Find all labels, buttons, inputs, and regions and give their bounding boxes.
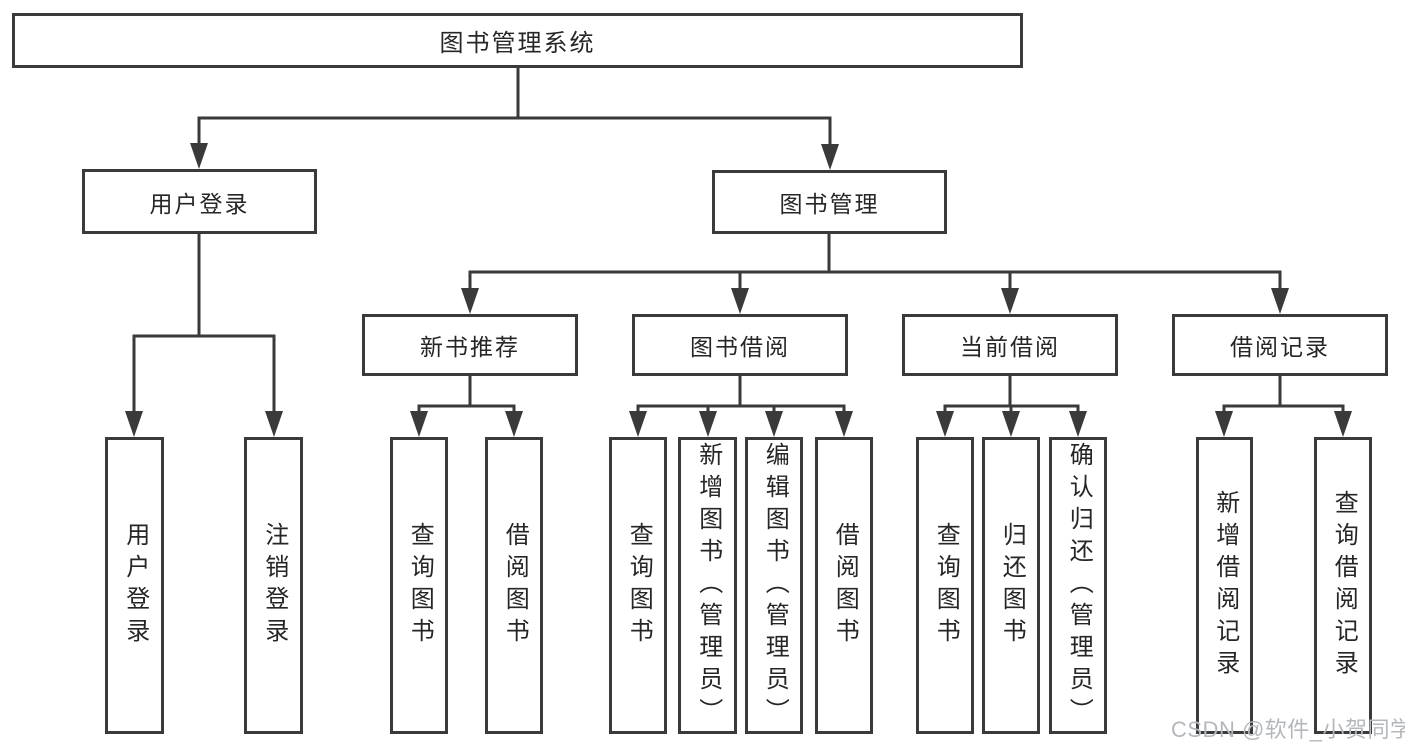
connector-borrowing-to-leaves xyxy=(636,375,846,416)
node-user-login: 用户登录 xyxy=(82,169,317,234)
arrow-down-icon xyxy=(265,411,283,437)
node-label: 归还图书 xyxy=(998,521,1026,650)
leaf-logout: 注销登录 xyxy=(244,437,303,734)
connector-root-to-level1 xyxy=(197,66,832,149)
leaf-add-book-admin: 新增图书（管理员） xyxy=(678,437,737,734)
leaf-return-books: 归还图书 xyxy=(982,437,1040,734)
node-label: 图书管理 xyxy=(779,191,880,217)
leaf-query-books-borrowing: 查询图书 xyxy=(609,437,667,734)
node-label: 查询图书 xyxy=(406,521,434,650)
csdn-watermark: CSDN @软件_小贺同学 xyxy=(1171,717,1405,742)
node-label: 确认归还（管理员） xyxy=(1065,441,1093,730)
arrow-down-icon xyxy=(505,411,523,437)
connector-records-to-leaves xyxy=(1222,375,1345,416)
connector-current-to-leaves xyxy=(943,375,1080,416)
connector-group xyxy=(132,66,1345,416)
node-label: 用户登录 xyxy=(149,190,250,217)
node-label: 查询图书 xyxy=(625,521,653,650)
node-label: 图书管理系统 xyxy=(439,30,596,57)
leaf-borrow-books: 借阅图书 xyxy=(815,437,873,734)
arrowhead-group xyxy=(125,143,1352,437)
arrow-down-icon xyxy=(835,411,853,437)
arrow-down-icon xyxy=(1271,288,1289,314)
arrow-down-icon xyxy=(699,411,717,437)
leaf-query-borrow-record: 查询借阅记录 xyxy=(1314,437,1372,734)
node-library-management-system: 图书管理系统 xyxy=(12,13,1023,68)
node-book-management: 图书管理 xyxy=(712,170,947,234)
arrow-down-icon xyxy=(765,411,783,437)
leaf-confirm-return-admin: 确认归还（管理员） xyxy=(1049,437,1107,734)
node-label: 查询借阅记录 xyxy=(1330,489,1358,682)
node-label: 借阅记录 xyxy=(1230,334,1330,360)
arrow-down-icon xyxy=(1334,411,1352,437)
arrow-down-icon xyxy=(1002,411,1020,437)
arrow-down-icon xyxy=(1001,288,1019,314)
node-label: 新增借阅记录 xyxy=(1211,489,1239,682)
arrow-down-icon xyxy=(1215,411,1233,437)
node-label: 新书推荐 xyxy=(420,334,520,360)
leaf-query-books-current: 查询图书 xyxy=(916,437,974,734)
leaf-edit-book-admin: 编辑图书（管理员） xyxy=(745,437,803,734)
arrow-down-icon xyxy=(410,411,428,437)
node-label: 注销登录 xyxy=(260,521,288,650)
leaf-borrow-books-recommend: 借阅图书 xyxy=(485,437,543,734)
leaf-add-borrow-record: 新增借阅记录 xyxy=(1196,437,1253,734)
leaf-user-login: 用户登录 xyxy=(105,437,164,734)
node-label: 借阅图书 xyxy=(501,521,529,650)
node-new-book-recommend: 新书推荐 xyxy=(362,314,578,376)
arrow-down-icon xyxy=(125,411,143,437)
node-label: 用户登录 xyxy=(121,521,149,650)
node-label: 当前借阅 xyxy=(960,334,1060,360)
arrow-down-icon xyxy=(821,144,839,170)
connector-bookmgmt-to-level2 xyxy=(468,232,1282,294)
node-current-borrowing: 当前借阅 xyxy=(902,314,1118,376)
arrow-down-icon xyxy=(1069,411,1087,437)
arrow-down-icon xyxy=(461,288,479,314)
node-book-borrowing: 图书借阅 xyxy=(632,314,848,376)
node-label: 图书借阅 xyxy=(690,334,790,360)
node-label: 借阅图书 xyxy=(831,521,859,650)
node-label: 查询图书 xyxy=(932,521,960,650)
arrow-down-icon xyxy=(190,143,208,169)
connector-userlogin-to-leaves xyxy=(132,232,276,416)
arrow-down-icon xyxy=(629,411,647,437)
arrow-down-icon xyxy=(731,288,749,314)
node-label: 编辑图书（管理员） xyxy=(761,441,789,730)
connector-newbook-to-leaves xyxy=(417,375,516,416)
node-borrowing-records: 借阅记录 xyxy=(1172,314,1388,376)
leaf-query-books-recommend: 查询图书 xyxy=(390,437,448,734)
arrow-down-icon xyxy=(936,411,954,437)
node-label: 新增图书（管理员） xyxy=(694,441,722,730)
